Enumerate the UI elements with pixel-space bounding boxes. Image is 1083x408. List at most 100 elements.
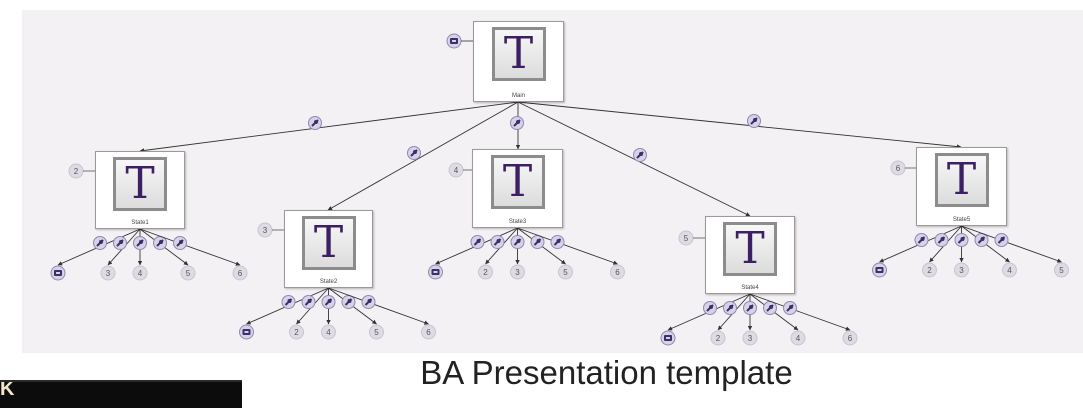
plug-icon[interactable] — [994, 233, 1009, 247]
home-state-icon[interactable] — [446, 33, 462, 49]
transition-arrow — [328, 287, 429, 325]
home-state-icon[interactable] — [50, 265, 66, 281]
plug-icon[interactable] — [530, 235, 545, 249]
target-state-circle[interactable] — [610, 264, 625, 280]
plug-icon[interactable] — [914, 233, 929, 247]
plug-icon[interactable] — [703, 301, 717, 315]
target-state: 5 — [1059, 266, 1064, 275]
text-t-icon: T — [491, 27, 546, 81]
node-state2[interactable]: T State2 — [284, 210, 373, 288]
transition-arrow — [517, 101, 962, 149]
target-state: 5 — [374, 328, 379, 337]
text-t-icon: T — [301, 216, 356, 270]
plug-icon[interactable] — [361, 295, 376, 309]
text-t-icon: T — [723, 222, 777, 276]
plug-icon[interactable] — [470, 235, 485, 249]
plug-icon[interactable] — [133, 236, 147, 250]
target-state: 2 — [927, 266, 932, 275]
plug-icon[interactable] — [281, 295, 296, 309]
target-state: 5 — [563, 268, 568, 277]
node-label: State4 — [741, 285, 759, 291]
plug-icon[interactable] — [934, 233, 949, 247]
target-state: 2 — [716, 334, 721, 343]
plug-icon[interactable] — [743, 301, 757, 315]
node-state4[interactable]: T State4 — [705, 216, 795, 294]
plug-icon[interactable] — [308, 116, 322, 130]
target-state: 2 — [294, 328, 299, 337]
target-state-circle[interactable] — [180, 265, 196, 281]
plug-icon[interactable] — [153, 236, 167, 250]
target-state-circle[interactable] — [710, 330, 726, 346]
plug-icon[interactable] — [490, 235, 505, 249]
home-state-icon[interactable] — [872, 262, 887, 278]
thumbnail-graphic: K — [0, 380, 15, 400]
target-state-circle[interactable] — [321, 324, 336, 340]
transition-arrow — [749, 293, 851, 331]
target-state-circle[interactable] — [1002, 262, 1017, 278]
plug-icon[interactable] — [633, 148, 647, 162]
node-label: Main — [511, 93, 525, 99]
plug-icon[interactable] — [974, 233, 989, 247]
node-label: State1 — [131, 220, 149, 226]
transition-arrow — [517, 101, 751, 217]
text-t-icon: T — [113, 157, 167, 211]
plug-icon[interactable] — [301, 295, 316, 309]
home-state-icon[interactable] — [660, 330, 676, 346]
video-thumbnail: K — [0, 380, 242, 408]
state-number: 4 — [454, 166, 459, 175]
target-state-circle[interactable] — [510, 264, 525, 280]
target-state: 4 — [796, 334, 801, 343]
plug-icon[interactable] — [550, 235, 565, 249]
node-state3[interactable]: T State3 — [472, 149, 563, 228]
plug-icon[interactable] — [783, 301, 797, 315]
target-state-circle[interactable] — [954, 262, 969, 278]
target-state: 4 — [1007, 266, 1012, 275]
target-state-circle[interactable] — [1054, 262, 1069, 278]
target-state: 3 — [106, 269, 111, 278]
target-state-circle[interactable] — [478, 264, 493, 280]
node-state1[interactable]: T State1 — [95, 151, 185, 229]
target-state: 6 — [615, 268, 620, 277]
target-state: 2 — [483, 268, 488, 277]
plug-icon[interactable] — [321, 295, 336, 309]
node-label: State3 — [508, 219, 527, 225]
text-t-icon: T — [934, 153, 989, 207]
target-state-circle[interactable] — [100, 265, 116, 281]
state-number: 3 — [263, 226, 268, 235]
home-state-icon[interactable] — [239, 324, 254, 340]
plug-icon[interactable] — [763, 301, 777, 315]
plug-icon[interactable] — [173, 236, 187, 250]
plug-icon[interactable] — [510, 235, 525, 249]
plug-icon[interactable] — [113, 236, 127, 250]
plug-icon[interactable] — [341, 295, 356, 309]
target-state-circle[interactable] — [558, 264, 573, 280]
node-state5[interactable]: T State5 — [916, 147, 1007, 226]
presentation-title: BA Presentation template — [420, 354, 793, 391]
target-state-circle[interactable] — [132, 265, 148, 281]
transition-arrow — [517, 227, 618, 265]
target-state-circle[interactable] — [842, 330, 858, 346]
target-state: 3 — [959, 266, 964, 275]
node-label: State5 — [952, 217, 971, 223]
plug-icon[interactable] — [723, 301, 737, 315]
target-state: 3 — [748, 334, 753, 343]
target-state-circle[interactable] — [742, 330, 758, 346]
plug-icon[interactable] — [407, 146, 421, 160]
node-main[interactable]: T Main — [473, 21, 564, 102]
plug-icon[interactable] — [93, 236, 107, 250]
target-state-circle[interactable] — [289, 324, 304, 340]
target-state-circle[interactable] — [232, 265, 248, 281]
plug-icon[interactable] — [747, 114, 761, 128]
state-number: 6 — [896, 164, 901, 173]
target-state: 6 — [238, 269, 243, 278]
target-state-circle[interactable] — [922, 262, 937, 278]
target-state-circle[interactable] — [421, 324, 436, 340]
home-state-icon[interactable] — [428, 264, 443, 280]
target-state: 3 — [515, 268, 520, 277]
state-number: 2 — [74, 167, 79, 176]
plug-icon[interactable] — [510, 116, 524, 130]
plug-icon[interactable] — [954, 233, 969, 247]
target-state-circle[interactable] — [790, 330, 806, 346]
target-state-circle[interactable] — [369, 324, 384, 340]
